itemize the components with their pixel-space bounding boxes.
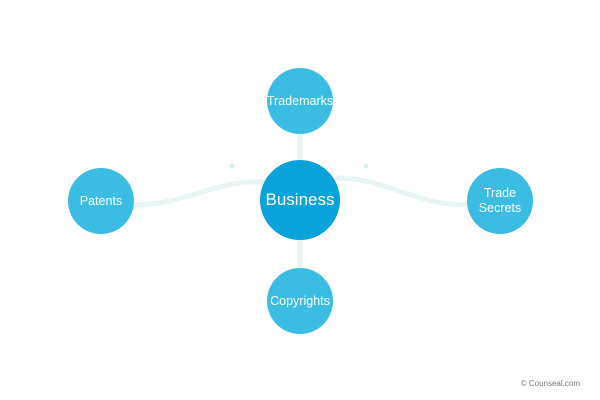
connector-left	[131, 179, 265, 208]
node-copyrights-label: Copyrights	[270, 293, 330, 308]
node-business-label: Business	[265, 189, 335, 209]
connector-dot-right	[363, 163, 369, 169]
node-copyrights: Copyrights	[267, 268, 333, 334]
node-trade-secrets: Trade Secrets	[467, 168, 533, 234]
node-trademarks: Trademarks	[267, 68, 333, 134]
connector-dot-left	[229, 163, 235, 169]
connector-right	[335, 175, 469, 208]
node-business: Business	[260, 160, 340, 240]
node-patents: Patents	[68, 168, 134, 234]
node-trade-secrets-label: Trade Secrets	[478, 186, 522, 215]
copyright-notice: © Counseal.com	[520, 379, 580, 388]
node-patents-label: Patents	[79, 193, 123, 208]
node-trademarks-label: Trademarks	[266, 93, 334, 108]
